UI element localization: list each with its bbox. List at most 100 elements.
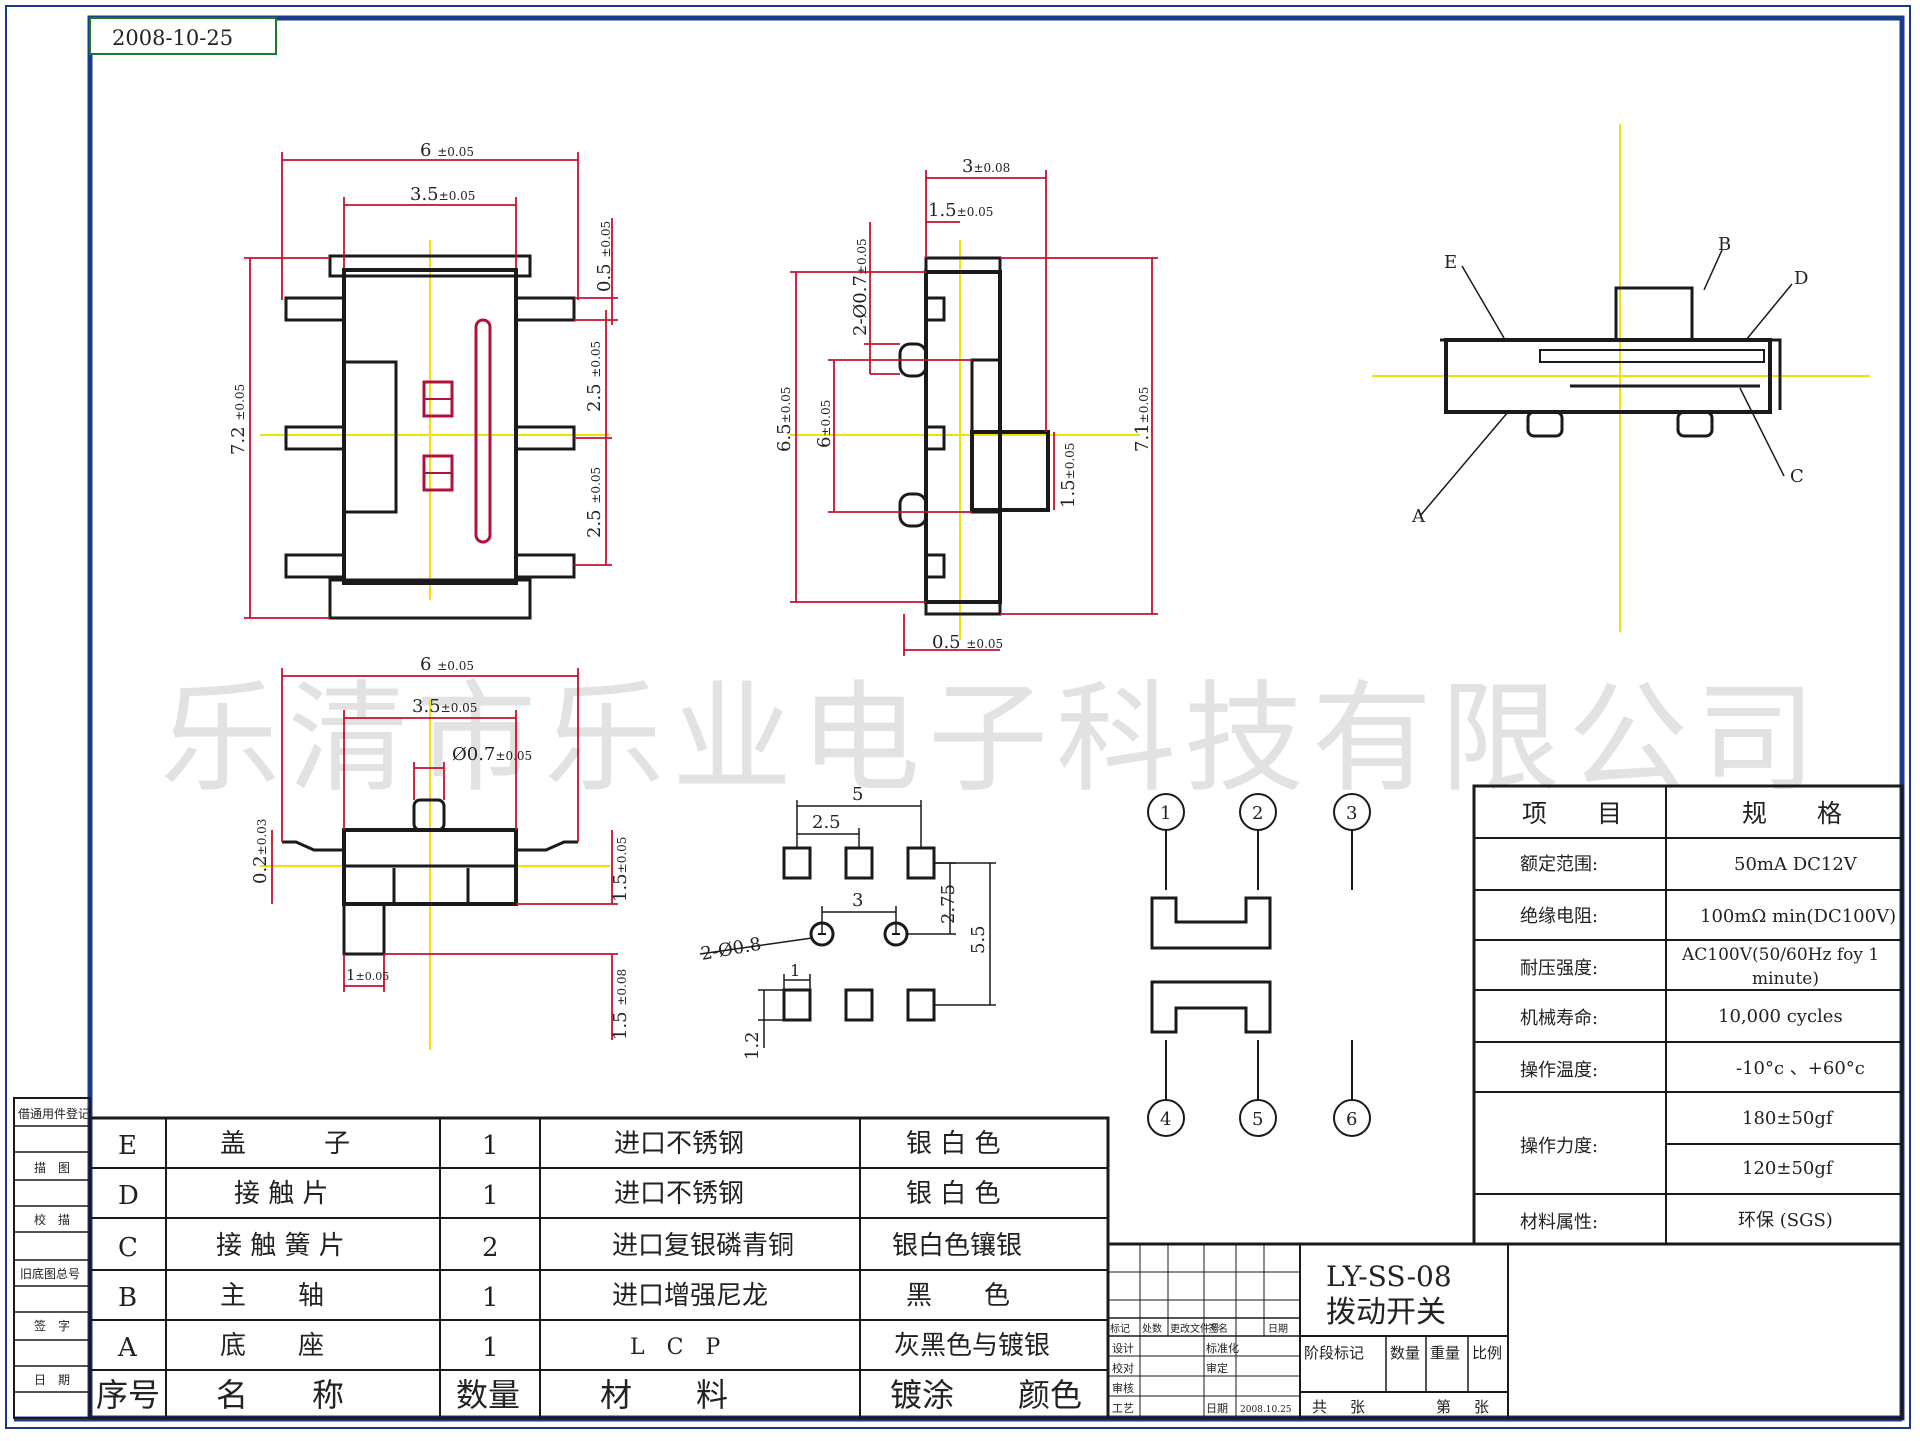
callout-c: C — [1790, 466, 1804, 487]
bom-finish: 黑 色 — [906, 1281, 1010, 1311]
date-tag-box — [89, 17, 277, 55]
base-pin — [1676, 410, 1714, 438]
dim-label: 6 ±0.05 — [420, 140, 474, 161]
bom-material: 进口复银磷青铜 — [612, 1231, 794, 1261]
pcb-dim: 3 — [852, 890, 863, 911]
dimension-lines — [790, 170, 1158, 656]
bom-qty: 1 — [482, 1131, 499, 1161]
dim-label: 3±0.08 — [962, 156, 1010, 177]
spec-label: 机械寿命: — [1520, 1008, 1598, 1029]
strip-label: 签 字 — [34, 1318, 70, 1333]
pin — [284, 296, 346, 322]
strip-label: 校 描 — [34, 1212, 70, 1227]
pad — [782, 846, 812, 880]
dimension-lines — [244, 152, 618, 619]
top-view: 6 ±0.05 3.5±0.05 7.2 ±0.05 0.5 ±0.05 2.5… — [228, 140, 618, 620]
bom-header-id: 序号 — [96, 1376, 160, 1414]
strip-label: 旧底图总号 — [20, 1266, 80, 1281]
side-pin — [924, 425, 946, 451]
front-leg — [342, 902, 386, 956]
bom-id: B — [118, 1283, 137, 1313]
bom-finish: 银白色镶银 — [892, 1231, 1022, 1261]
pad — [906, 988, 936, 1022]
bom-id: A — [117, 1333, 138, 1363]
dim-label: 3.5±0.05 — [412, 696, 477, 717]
spec-value: 100mΩ min(DC100V) — [1700, 906, 1896, 927]
callout-a: A — [1411, 506, 1426, 527]
pcb-dim: 1.2 — [742, 1031, 763, 1060]
spec-value: -10°c 、+60°c — [1736, 1058, 1865, 1079]
stage-col: 重量 — [1430, 1344, 1460, 1362]
bom-qty: 1 — [482, 1283, 499, 1313]
bom-name: 接 触 片 — [234, 1179, 329, 1209]
pad — [844, 988, 874, 1022]
bom-finish: 银 白 色 — [906, 1129, 1001, 1159]
dim-label: 1.5 ±0.08 — [610, 969, 631, 1040]
spec-label: 绝缘电阻: — [1520, 906, 1598, 927]
dim-label: 1±0.05 — [346, 966, 389, 984]
leader-lines — [1419, 249, 1793, 517]
cover-bottom — [328, 578, 532, 620]
callout-d: D — [1794, 268, 1808, 289]
watermark: 乐清市乐业电子科技有限公司 — [160, 670, 1824, 809]
pcb-dim: 5.5 — [968, 925, 989, 954]
dim-label: 1.5±0.05 — [1058, 443, 1079, 508]
pcb-layout: 5 2.5 3 2.75 5.5 2-Ø0.8 1 1.2 — [699, 784, 996, 1060]
circuit-schematic — [1147, 793, 1371, 1137]
bom-finish: 银 白 色 — [906, 1179, 1001, 1209]
actuator — [1614, 286, 1694, 342]
spec-value: 120±50gf — [1742, 1158, 1834, 1179]
spec-value: 10,000 cycles — [1718, 1006, 1843, 1027]
front-view: 6 ±0.05 3.5±0.05 Ø0.7±0.05 0.2±0.03 1.5±… — [250, 654, 631, 1050]
pin — [284, 425, 346, 451]
contact-plate — [1539, 349, 1765, 363]
tb-head: 处数 — [1142, 1322, 1162, 1335]
pin — [284, 553, 346, 579]
bom-finish: 灰黑色与镀银 — [894, 1331, 1050, 1361]
dim-label: 6±0.05 — [814, 400, 835, 448]
date-tag: 2008-10-25 — [112, 26, 233, 50]
tb-row: 设计 — [1112, 1342, 1134, 1355]
side-cap-bottom — [924, 600, 1002, 616]
product-name: 拨动开关 — [1326, 1295, 1446, 1330]
cover-top — [328, 254, 532, 278]
callout-b: B — [1718, 234, 1731, 255]
dim-label: 0.5 ±0.05 — [932, 632, 1003, 653]
spec-value: 50mA DC12V — [1734, 854, 1858, 875]
tb-head: 标记 — [1110, 1323, 1130, 1335]
side-pin — [924, 296, 946, 322]
bom-header-name: 名 称 — [216, 1376, 344, 1414]
pcb-dim: 1 — [790, 961, 800, 980]
pin — [514, 553, 576, 579]
tb-row: 校对 — [1112, 1361, 1134, 1375]
model-number: LY-SS-08 — [1326, 1260, 1452, 1293]
pcb-dim: 2-Ø0.8 — [699, 934, 763, 965]
bom-header-finish: 镀涂 颜色 — [890, 1376, 1082, 1414]
pcb-dim: 2.5 — [812, 812, 841, 833]
strip-label: 借通用件登记 — [18, 1106, 90, 1121]
bom-qty: 2 — [482, 1233, 499, 1263]
bom-table — [88, 1116, 1110, 1420]
bom-name: 接 触 簧 片 — [216, 1231, 345, 1261]
pin-number: 3 — [1346, 803, 1357, 824]
spec-table — [1472, 784, 1904, 1246]
contact-bridge — [1150, 896, 1272, 950]
strip-label: 描 图 — [34, 1161, 70, 1175]
tb-head: 签名 — [1208, 1322, 1228, 1335]
side-view: 3±0.08 1.5±0.05 2-Ø0.7±0.05 6.5±0.05 6±0… — [774, 156, 1158, 656]
base-pin — [1526, 410, 1564, 438]
spec-label: 耐压强度: — [1520, 958, 1598, 979]
bom-name: 盖 子 — [220, 1129, 350, 1159]
pin-number: 2 — [1252, 803, 1263, 824]
side-cap-top — [924, 256, 1002, 274]
stage-col: 数量 — [1390, 1344, 1420, 1362]
stage-col: 阶段标记 — [1304, 1344, 1364, 1362]
section-view: E B D C A — [1372, 124, 1870, 632]
bom-id: C — [118, 1233, 138, 1263]
tb-std: 标准化 — [1206, 1341, 1239, 1355]
bom-header-material: 材 料 — [600, 1376, 728, 1414]
bom-qty: 1 — [482, 1181, 499, 1211]
pcb-dim: 5 — [852, 784, 863, 805]
dim-label: 6 ±0.05 — [420, 654, 474, 675]
dim-label: 1.5±0.05 — [928, 200, 993, 221]
